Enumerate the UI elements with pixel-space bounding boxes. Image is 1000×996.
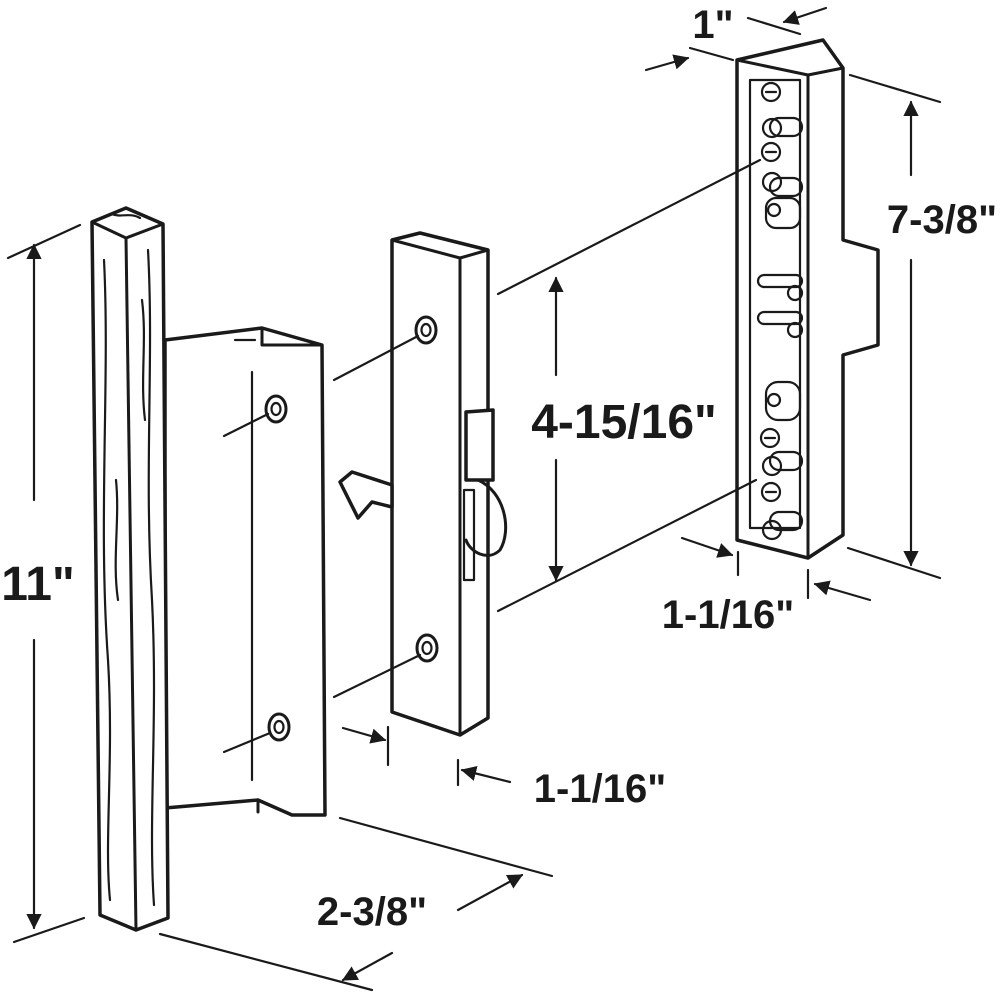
handle-assembly <box>90 206 327 932</box>
keeper-fasteners-bottom <box>759 380 804 541</box>
thumb-lever <box>338 470 394 520</box>
dimension-handle-projection: 2-3/8" <box>158 816 554 992</box>
dimension-hole-spacing: 4-15/16" <box>531 276 717 582</box>
latch-screw-bottom <box>415 633 439 663</box>
dimension-handle-length: 11" <box>1 223 86 944</box>
dimension-keeper-width: 1" <box>644 3 828 72</box>
dimension-latch-depth: 1-1/16" <box>341 725 666 811</box>
keeper-assembly <box>496 38 880 613</box>
label-hole-spacing: 4-15/16" <box>531 396 717 449</box>
label-keeper-length: 7-3/8" <box>887 198 997 242</box>
handle-screw-top <box>264 394 288 424</box>
label-keeper-depth: 1-1/16" <box>662 593 794 637</box>
label-latch-depth: 1-1/16" <box>534 767 666 811</box>
label-handle-length: 11" <box>1 558 75 611</box>
dimension-keeper-length: 7-3/8" <box>846 73 997 580</box>
latch-screw-top <box>414 315 438 345</box>
handle-screw-bottom <box>267 712 291 742</box>
label-handle-projection: 2-3/8" <box>317 890 427 934</box>
latch-assembly <box>332 231 508 737</box>
keeper-pins <box>756 273 804 339</box>
latch-body <box>390 231 490 737</box>
latch-hook <box>464 408 495 482</box>
keeper-fasteners-top <box>760 81 804 230</box>
handle-plate <box>163 326 327 817</box>
label-keeper-width: 1" <box>692 3 733 47</box>
dimension-keeper-depth: 1-1/16" <box>662 536 872 637</box>
